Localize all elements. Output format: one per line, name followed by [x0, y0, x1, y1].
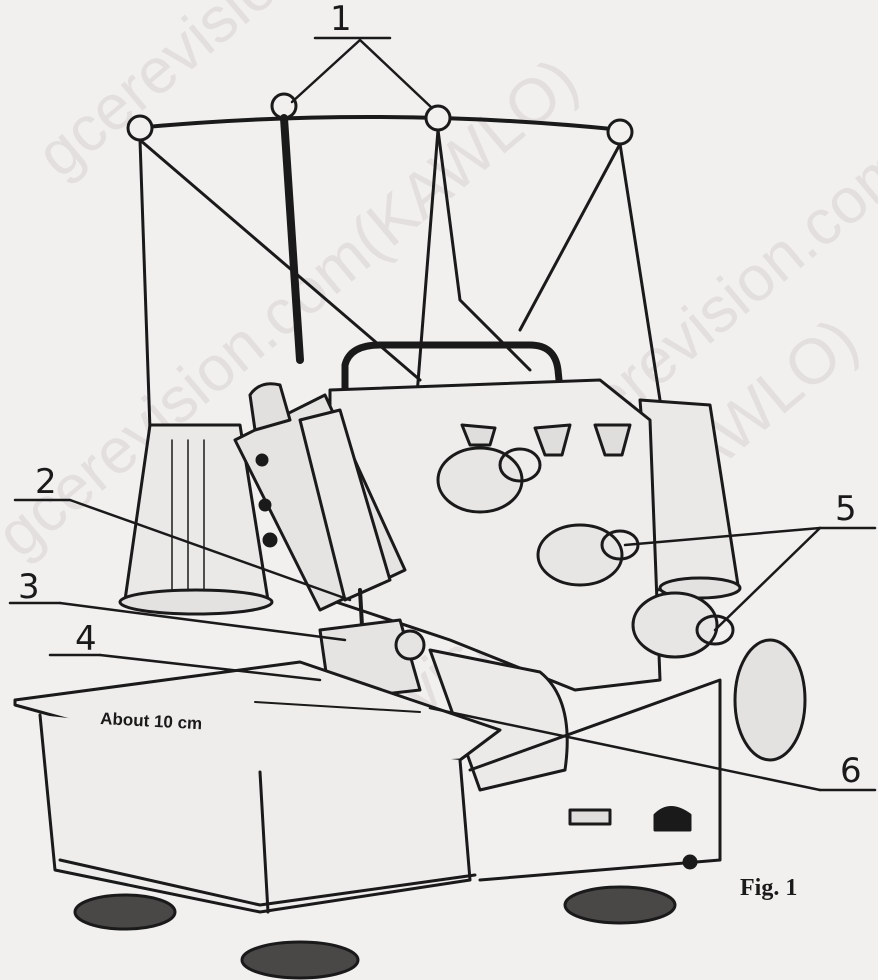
- callout-6: 6: [840, 751, 862, 791]
- callout-2: 2: [35, 462, 57, 502]
- leader-lines: [8, 36, 877, 792]
- left-thread-cone: [118, 423, 274, 616]
- callout-1: 1: [330, 0, 352, 39]
- hand-wheel: [733, 638, 807, 762]
- callout-labels: 1 2 3 4 5 6: [18, 0, 862, 791]
- callout-3: 3: [18, 567, 40, 607]
- tension-dial-2: [533, 423, 640, 587]
- feet: [73, 885, 677, 980]
- callout-4: 4: [75, 619, 97, 659]
- front-cover: [428, 648, 569, 792]
- carry-handle: [341, 341, 564, 399]
- figure-caption: Fig. 1: [740, 875, 797, 901]
- measure-arrow: [254, 701, 421, 713]
- callout-5: 5: [835, 489, 857, 529]
- tension-dial-3: [631, 591, 735, 659]
- tension-dial-1: [436, 423, 542, 514]
- machine-base: [13, 660, 722, 914]
- thread-stand: [126, 92, 662, 432]
